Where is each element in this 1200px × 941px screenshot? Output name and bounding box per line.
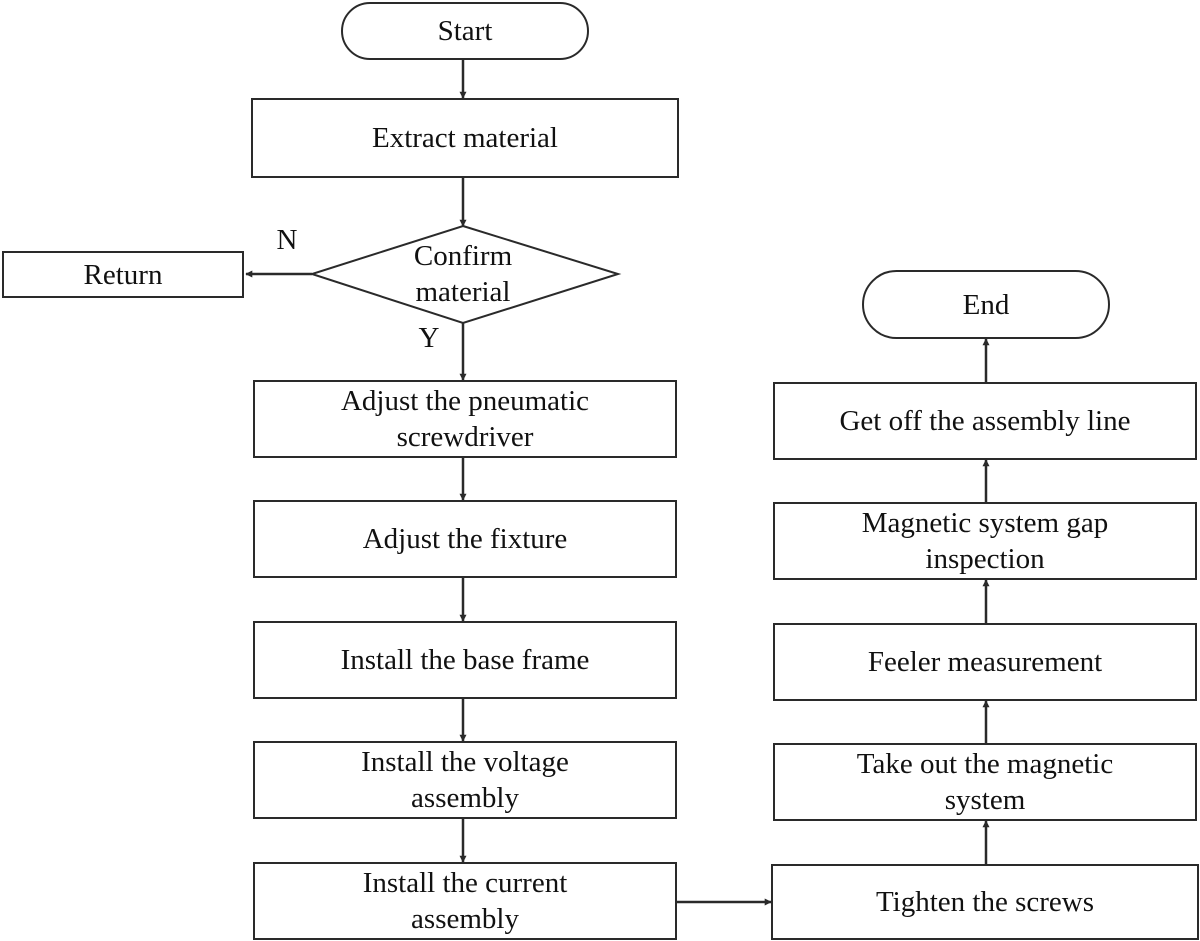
decision-yes-label: Y: [418, 322, 440, 354]
take-out-magnetic-box: Take out the magnetic system: [773, 743, 1197, 821]
install-current-box: Install the current assembly: [253, 862, 677, 940]
install-voltage-label: Install the voltage assembly: [361, 746, 569, 814]
install-voltage-box: Install the voltage assembly: [253, 741, 677, 819]
feeler-measurement-box: Feeler measurement: [773, 623, 1197, 701]
gap-inspection-label: Magnetic system gap inspection: [861, 507, 1109, 575]
extract-material-label: Extract material: [372, 122, 558, 154]
end-label: End: [962, 288, 1010, 321]
end-terminal: End: [862, 270, 1110, 339]
feeler-measurement-label: Feeler measurement: [867, 646, 1103, 678]
install-current-label: Install the current assembly: [362, 867, 568, 935]
adjust-fixture-label: Adjust the fixture: [362, 523, 568, 555]
decision-no-label: N: [276, 224, 298, 256]
gap-inspection-box: Magnetic system gap inspection: [773, 502, 1197, 580]
get-off-line-label: Get off the assembly line: [839, 405, 1131, 437]
install-base-box: Install the base frame: [253, 621, 677, 699]
take-out-magnetic-label: Take out the magnetic system: [856, 748, 1114, 816]
decision-diamond: [308, 224, 622, 325]
install-base-label: Install the base frame: [340, 644, 590, 676]
tighten-screws-box: Tighten the screws: [771, 864, 1199, 940]
start-label: Start: [437, 15, 493, 47]
extract-material-box: Extract material: [251, 98, 679, 178]
get-off-line-box: Get off the assembly line: [773, 382, 1197, 460]
confirm-material-label: Confirm material: [413, 240, 513, 308]
tighten-screws-label: Tighten the screws: [875, 886, 1095, 918]
adjust-fixture-box: Adjust the fixture: [253, 500, 677, 578]
return-box: Return: [2, 251, 244, 298]
adjust-screwdriver-box: Adjust the pneumatic screwdriver: [253, 380, 677, 458]
adjust-screwdriver-label: Adjust the pneumatic screwdriver: [340, 385, 590, 453]
start-terminal: Start: [341, 2, 589, 60]
return-label: Return: [83, 258, 163, 291]
